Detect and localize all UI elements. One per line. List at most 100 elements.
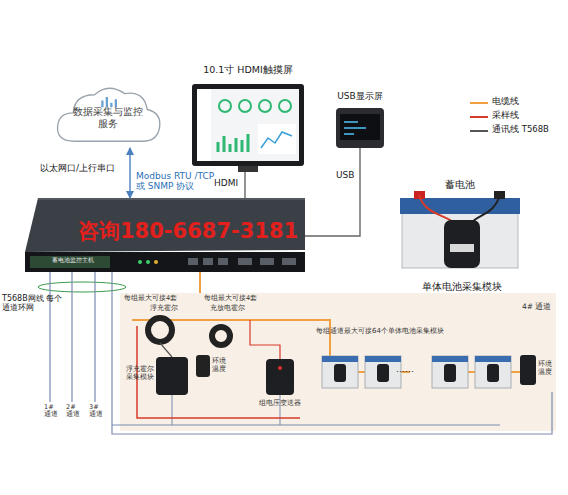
gauge-icon	[219, 100, 231, 112]
node-label: 数据采集与监控服务	[70, 106, 146, 129]
connector	[244, 172, 245, 198]
cell-battery	[322, 356, 358, 388]
legend-swatch	[470, 127, 488, 135]
annotation-label: 咨询180-6687-3181	[78, 219, 318, 243]
status-led	[278, 366, 282, 370]
screen-sidebar	[197, 89, 211, 161]
port	[238, 258, 252, 265]
port	[282, 258, 296, 265]
screen-bezel	[192, 84, 304, 166]
cell-battery	[475, 356, 511, 388]
status-led	[146, 260, 150, 264]
host-edge	[38, 199, 305, 200]
host-front	[25, 252, 305, 272]
float-hall-module: 浮充霍尔采集模块	[156, 357, 188, 395]
chart-icon	[102, 97, 115, 107]
node-label: 环境温度	[538, 360, 554, 376]
cell-module: 单体电池采集模块	[444, 220, 480, 268]
cell-lid	[475, 356, 511, 362]
legend-text: 电缆线	[492, 97, 566, 107]
touch-screen: 10.1寸 HDMI触摸屏	[192, 84, 304, 172]
annotation-label: 3# 通道	[89, 404, 104, 419]
port	[218, 258, 228, 265]
sample-wire	[470, 195, 500, 224]
gauge-icon	[279, 100, 291, 112]
legend-swatch	[470, 99, 488, 107]
node-label: 蓄电池	[420, 179, 500, 191]
battery: 蓄电池单体电池采集模块	[400, 198, 520, 268]
status-led	[154, 260, 158, 264]
legend-line	[470, 116, 488, 118]
annotation-label: 每组最大可接4套	[204, 295, 276, 302]
legend-swatch	[470, 113, 488, 121]
cell-module	[377, 364, 389, 382]
annotation-label: 以太网口/上行串口	[40, 163, 132, 173]
temp-sensor-body	[196, 355, 210, 377]
temp-sensor: 环境温度	[196, 355, 210, 377]
legend-line	[470, 102, 488, 104]
node-label: 每组通道最大可接64个单体电池采集模块	[316, 327, 506, 335]
line-chart	[261, 132, 292, 148]
edge-label: Modbus RTU /TCP 或 SNMP 协议	[136, 171, 216, 192]
cell-module-body	[444, 220, 480, 268]
battery-body	[402, 212, 518, 268]
cell-lid	[365, 356, 401, 362]
legend-text: 采样线	[492, 111, 566, 121]
ring-mark	[38, 282, 126, 292]
connector	[199, 272, 201, 293]
node-label: 蓄电池监控主机	[32, 257, 114, 264]
cell-battery	[365, 356, 401, 388]
temp-sensor-body	[520, 355, 536, 385]
float-module-body	[156, 357, 188, 395]
usb-display: USB显示屏	[336, 108, 384, 148]
cloud-outline	[58, 88, 160, 141]
port	[203, 258, 213, 265]
bar-chart	[218, 134, 248, 152]
annotation-label: 1# 通道	[44, 404, 59, 419]
annotation-label: ……	[396, 364, 426, 374]
node-label: USB显示屏	[324, 91, 396, 101]
annotation-label: 充放电霍尔	[210, 305, 260, 312]
node-label: 浮充霍尔采集模块	[120, 365, 154, 381]
annotation-label: 2# 通道	[66, 404, 81, 419]
channel-line	[50, 272, 95, 402]
node-label: 4# 通道	[522, 303, 554, 312]
legend-line	[470, 130, 488, 132]
edge-label: HDMI	[214, 178, 242, 188]
connector	[129, 148, 130, 198]
transmitter-body	[266, 359, 294, 395]
annotation-label: T568B网线 每个通道环网	[2, 294, 66, 312]
voltage-transmitter: 组电压变送器	[266, 359, 294, 395]
node-label: 10.1寸 HDMI触摸屏	[184, 65, 312, 76]
gauge-icon	[239, 100, 251, 112]
node-label: 单体电池采集模块	[414, 282, 510, 293]
cell-module	[444, 364, 456, 382]
annotation-label: 每组最大可接4套	[124, 295, 196, 302]
status-led	[138, 260, 142, 264]
temp-sensor: 环境温度	[520, 355, 536, 385]
cell-lid	[322, 356, 358, 362]
node-label: 环境温度	[212, 357, 228, 373]
battery-lid	[400, 198, 520, 214]
gauge-icon	[259, 100, 271, 112]
sample-wire	[419, 195, 456, 224]
usb-display-body	[336, 108, 384, 148]
cell-module	[334, 364, 346, 382]
display-lines	[344, 122, 366, 134]
port	[188, 258, 198, 265]
screen-stand	[238, 166, 258, 172]
module-label	[450, 244, 474, 252]
chart-panel	[258, 124, 296, 154]
port	[260, 258, 274, 265]
cell-battery	[432, 356, 468, 388]
connector	[305, 148, 360, 236]
cell-lid	[432, 356, 468, 362]
screen-display	[197, 89, 299, 161]
cell-module	[487, 364, 499, 382]
node-label: 组电压变送器	[256, 399, 304, 407]
edge-label: USB	[336, 170, 358, 180]
annotation-label: 浮充霍尔	[150, 305, 190, 312]
cloud-node: 数据采集与监控服务	[52, 80, 164, 148]
legend-text: 通讯线 T568B	[492, 125, 566, 135]
